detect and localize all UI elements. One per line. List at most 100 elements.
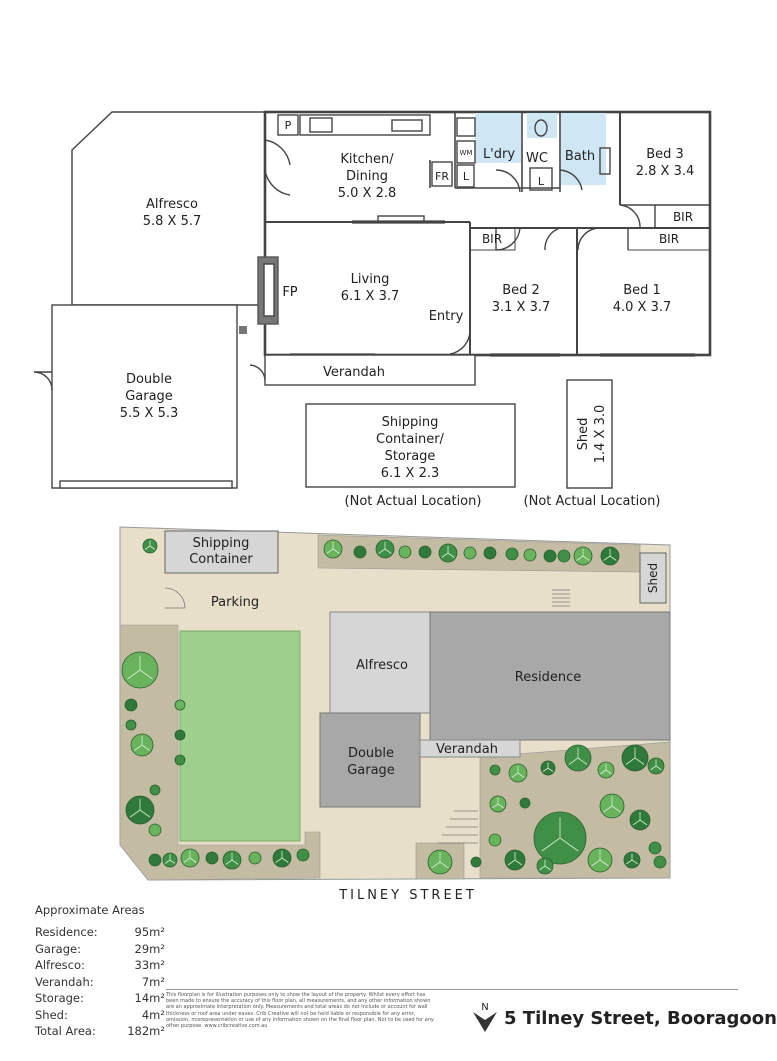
area-row: Total Area:182m²	[35, 1024, 165, 1038]
wc-label: WC	[526, 151, 548, 166]
tree-branch-icon	[603, 548, 617, 561]
disclaimer-text: This floorplan is for illustration purpo…	[166, 992, 434, 1030]
area-row: Residence:95m²	[35, 925, 165, 939]
bed3-dims: 2.8 X 3.4	[636, 164, 695, 179]
tree-icon	[149, 784, 161, 796]
tree-branch-icon	[127, 655, 153, 680]
site-shipping-label-2: Container	[189, 552, 253, 567]
tree-branch-icon	[591, 850, 609, 867]
tree-branch-icon	[600, 763, 612, 775]
tree-icon	[125, 719, 137, 731]
tree-branch-icon	[134, 736, 150, 751]
tree-branch-icon	[441, 545, 455, 558]
tree-icon	[205, 851, 219, 865]
container-label-2: Container/	[376, 432, 445, 447]
washer	[456, 140, 476, 164]
tree-branch-icon	[144, 540, 156, 550]
tree-branch-icon	[626, 853, 638, 865]
fr-label: FR	[435, 170, 449, 183]
tree-icon	[519, 797, 531, 809]
site-verandah	[419, 739, 521, 758]
tree-branch-icon	[129, 798, 151, 818]
tree-icon	[174, 754, 186, 766]
tree-icon	[505, 547, 519, 561]
container-label-1: Shipping	[382, 415, 439, 430]
fp-label: FP	[282, 285, 297, 300]
pantry-label: P	[285, 119, 292, 132]
site-alfresco-label: Alfresco	[356, 658, 408, 673]
alfresco-label: Alfresco	[146, 197, 198, 212]
tree-branch-icon	[576, 548, 590, 561]
bir-bed1	[627, 227, 711, 251]
footer-rule	[166, 989, 738, 990]
kitchen-label-2: Dining	[346, 169, 388, 184]
shipping-container-plan	[305, 403, 516, 488]
container-dims: 6.1 X 2.3	[381, 466, 440, 481]
bath-wet-area	[561, 113, 606, 185]
tree-icon	[523, 548, 537, 562]
site-alfresco	[329, 611, 434, 714]
compass-label: N	[481, 1002, 488, 1013]
tree-branch-icon	[492, 797, 504, 809]
tree-icon	[557, 549, 571, 563]
tree-icon	[470, 856, 482, 868]
kitchen-dims: 5.0 X 2.8	[338, 186, 397, 201]
floor-plan	[33, 110, 712, 489]
garage-label-2: Garage	[125, 389, 173, 404]
tree-branch-icon	[507, 852, 523, 866]
linen-label-1: L	[463, 170, 470, 183]
kitchen-bench	[299, 114, 431, 136]
bir-bed3-label: BIR	[673, 210, 693, 224]
bed2-dims: 3.1 X 3.7	[492, 300, 551, 315]
area-row: Shed:4m²	[35, 1007, 165, 1022]
pantry	[277, 114, 299, 136]
garage-side-door	[33, 371, 53, 391]
site-garage-label-1: Double	[348, 746, 394, 761]
site-garage-label-2: Garage	[347, 763, 395, 778]
site-plan-labels: Shipping Container Parking Alfresco Resi…	[189, 536, 660, 903]
lawn	[179, 630, 301, 842]
plan-drawing: Alfresco 5.8 X 5.7 Kitchen/ Dining 5.0 X…	[33, 110, 712, 1032]
tree-branch-icon	[625, 747, 645, 765]
garage-door	[59, 480, 233, 489]
bath-label: Bath	[565, 149, 595, 164]
linen-label-2: L	[538, 175, 545, 188]
site-shipping-container	[164, 530, 279, 574]
tree-branch-icon	[650, 759, 662, 771]
tree-branch-icon	[632, 812, 648, 826]
site-parking-label: Parking	[211, 595, 259, 610]
tree-branch-icon	[183, 850, 197, 863]
tree-branch-icon	[541, 817, 579, 852]
tree-icon	[543, 549, 557, 563]
street-label: TILNEY STREET	[338, 888, 477, 903]
site-shipping-label-1: Shipping	[193, 536, 250, 551]
entry-label: Entry	[429, 309, 464, 324]
garage-dims: 5.5 X 5.3	[120, 406, 179, 421]
site-trees	[121, 538, 667, 875]
area-row: Storage:14m²	[35, 991, 165, 1005]
shed-not-actual: (Not Actual Location)	[524, 494, 661, 509]
area-row: Verandah:7m²	[35, 974, 165, 989]
living-label: Living	[351, 272, 390, 287]
property-address: 5 Tilney Street, Booragoon	[504, 1008, 777, 1029]
laundry-wet-area	[475, 113, 521, 163]
tree-icon	[148, 853, 162, 867]
tree-icon	[248, 851, 262, 865]
tree-icon	[148, 823, 162, 837]
tree-icon	[174, 729, 186, 741]
verandah-label: Verandah	[323, 365, 385, 380]
north-arrow-icon	[473, 1012, 497, 1032]
tree-icon	[489, 764, 501, 776]
areas-title: Approximate Areas	[35, 903, 145, 917]
bir-bed1-label: BIR	[659, 232, 679, 246]
kitchen-label-1: Kitchen/	[340, 152, 394, 167]
tree-icon	[398, 545, 412, 559]
bir-bed2-label: BIR	[482, 232, 502, 246]
tree-icon	[463, 546, 477, 560]
tree-icon	[648, 841, 662, 855]
floor-plan-labels: Alfresco 5.8 X 5.7 Kitchen/ Dining 5.0 X…	[120, 119, 695, 509]
tree-icon	[296, 848, 310, 862]
tree-icon	[488, 833, 502, 847]
compass: N	[473, 1002, 497, 1032]
container-not-actual: (Not Actual Location)	[345, 494, 482, 509]
